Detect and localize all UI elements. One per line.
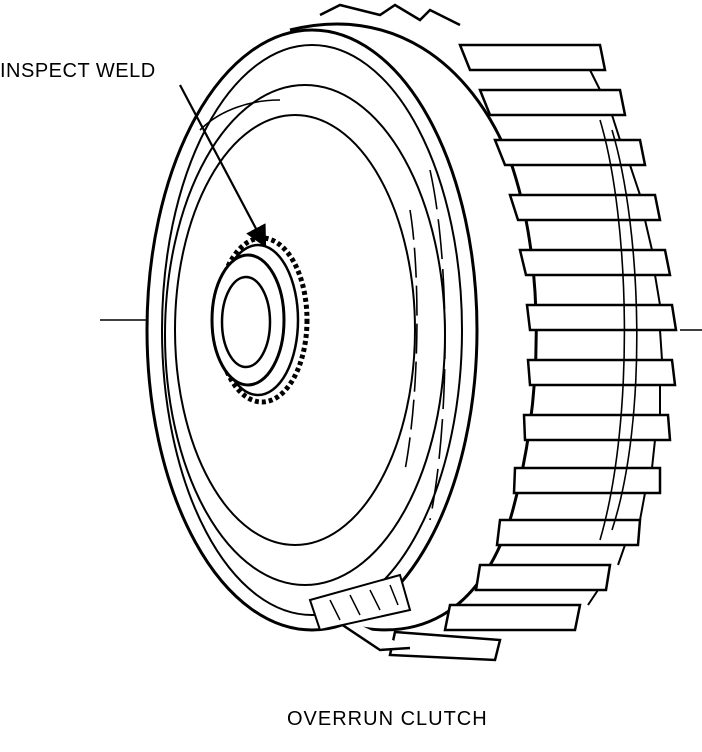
drum-front-face	[145, 28, 479, 632]
inspect-weld-label: INSPECT WELD	[0, 60, 156, 82]
clutch-pack	[308, 573, 412, 632]
callout-leader	[179, 84, 267, 248]
drum-spline-teeth	[304, 3, 678, 662]
figure-caption: OVERRUN CLUTCH	[287, 708, 488, 730]
hub-weld	[210, 235, 310, 405]
